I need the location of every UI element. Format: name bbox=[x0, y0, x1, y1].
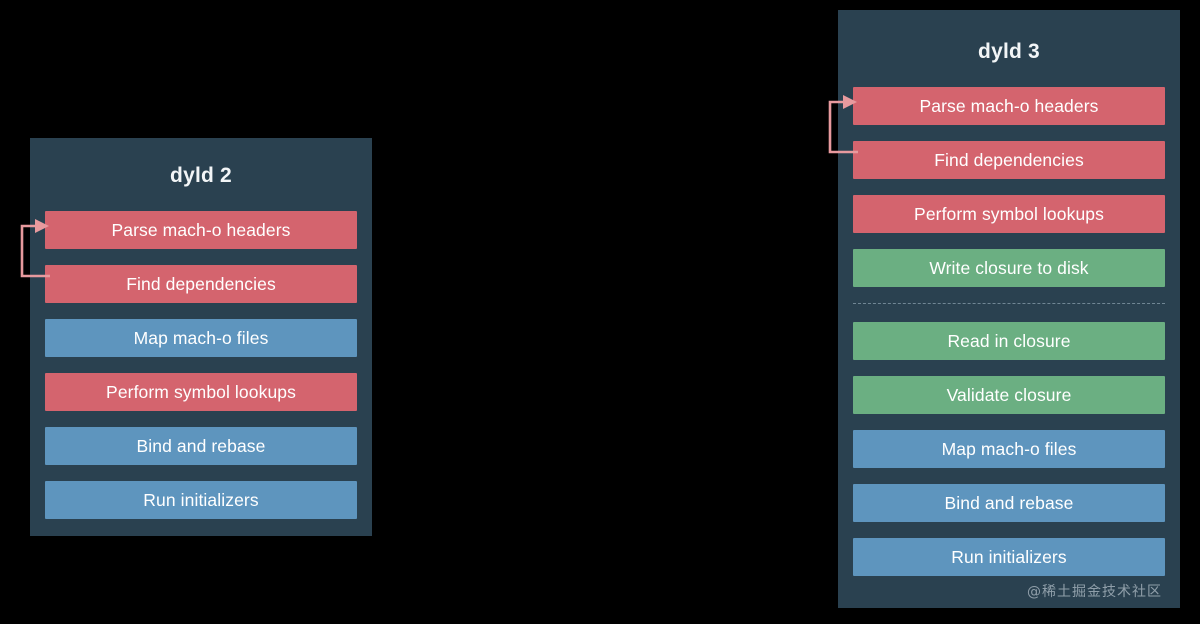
panel-dyld3-title: dyld 3 bbox=[978, 40, 1040, 63]
step-box: Validate closure bbox=[853, 376, 1165, 414]
step-box: Perform symbol lookups bbox=[45, 373, 357, 411]
watermark: @稀土掘金技术社区 bbox=[1027, 584, 1162, 600]
step-box: Map mach-o files bbox=[45, 319, 357, 357]
step-box: Find dependencies bbox=[45, 265, 357, 303]
step-box: Run initializers bbox=[45, 481, 357, 519]
step-box: Read in closure bbox=[853, 322, 1165, 360]
step-box: Perform symbol lookups bbox=[853, 195, 1165, 233]
panel-dyld2-title: dyld 2 bbox=[170, 164, 232, 187]
step-box: Find dependencies bbox=[853, 141, 1165, 179]
step-box: Bind and rebase bbox=[45, 427, 357, 465]
step-box: Write closure to disk bbox=[853, 249, 1165, 287]
step-box: Map mach-o files bbox=[853, 430, 1165, 468]
step-box: Parse mach-o headers bbox=[853, 87, 1165, 125]
section-divider bbox=[853, 303, 1165, 304]
step-box: Parse mach-o headers bbox=[45, 211, 357, 249]
step-box: Run initializers bbox=[853, 538, 1165, 576]
step-box: Bind and rebase bbox=[853, 484, 1165, 522]
